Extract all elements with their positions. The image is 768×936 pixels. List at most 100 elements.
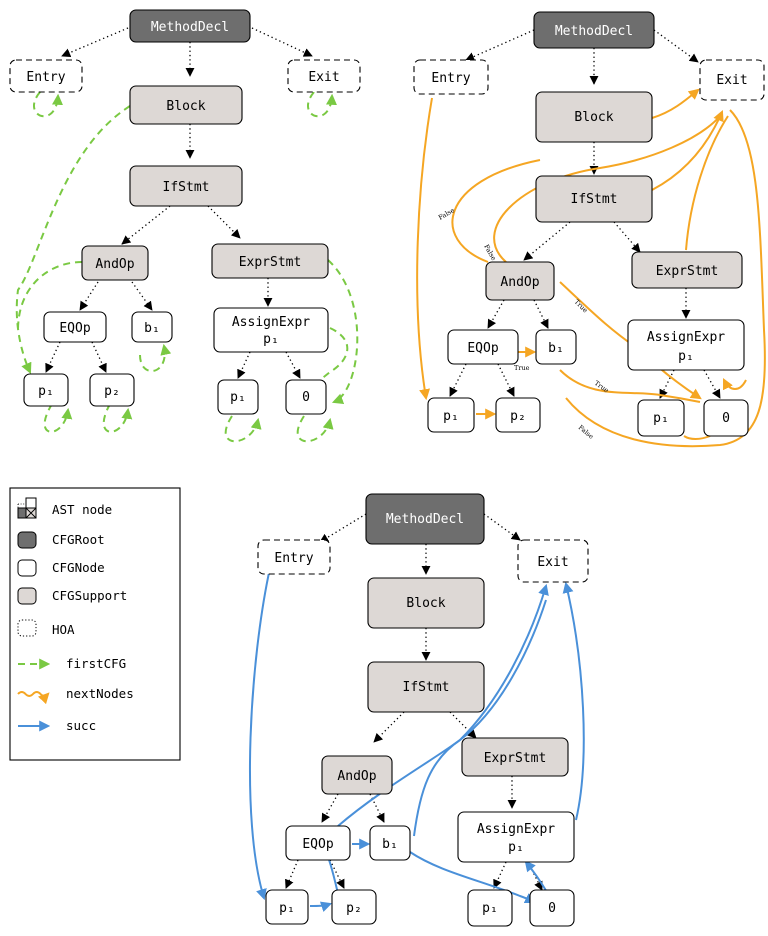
- b1-label: b₁: [144, 321, 160, 336]
- exit-node: [287, 59, 361, 93]
- and-op-label: AndOp: [95, 257, 134, 272]
- p2-node: [495, 397, 541, 433]
- ast-node-legend-icon: [17, 497, 37, 519]
- panel-next-nodes: False False True True True False MethodD…: [413, 11, 766, 448]
- assign-expr-sub-label: p₁: [263, 332, 279, 347]
- eq-op-label: EQOp: [59, 321, 90, 336]
- assign-expr-node: [213, 307, 329, 353]
- assign-p1-label: p₁: [653, 411, 669, 426]
- p2-label: p₂: [510, 409, 526, 424]
- cfg-root-legend-icon: [17, 531, 37, 549]
- block-node: [367, 577, 485, 629]
- block-node: [129, 85, 243, 125]
- zero-label: 0: [302, 390, 310, 405]
- entry-label: Entry: [26, 70, 65, 85]
- method-decl-label: MethodDecl: [151, 20, 229, 35]
- p2-node: [89, 373, 135, 407]
- block-node: [535, 91, 653, 143]
- true-label: True: [573, 298, 590, 315]
- p1-label: p₁: [279, 901, 295, 916]
- and-op-node: [485, 261, 555, 301]
- true-label: True: [514, 364, 530, 372]
- eq-op-node: [447, 329, 519, 365]
- panel-succ: MethodDecl Entry Exit Block IfStmt AndOp…: [248, 493, 589, 927]
- legend-succ: succ: [66, 718, 96, 733]
- method-decl-node: [365, 493, 485, 545]
- if-stmt-label: IfStmt: [571, 192, 618, 207]
- zero-label: 0: [548, 901, 556, 916]
- entry-label: Entry: [431, 71, 470, 86]
- assign-expr-label: AssignExpr: [477, 822, 555, 837]
- and-op-label: AndOp: [500, 275, 539, 290]
- b1-label: b₁: [382, 837, 398, 852]
- if-stmt-label: IfStmt: [163, 180, 210, 195]
- assign-p1-label: p₁: [230, 390, 246, 405]
- exit-label: Exit: [537, 555, 568, 570]
- exit-label: Exit: [716, 73, 747, 88]
- block-label: Block: [406, 596, 445, 611]
- assign-expr-node: [627, 319, 745, 371]
- assign-p1-label: p₁: [482, 901, 498, 916]
- expr-stmt-label: ExprStmt: [484, 751, 547, 766]
- zero-label: 0: [722, 411, 730, 426]
- method-decl-label: MethodDecl: [555, 24, 633, 39]
- block-label: Block: [574, 110, 613, 125]
- p1-label: p₁: [443, 409, 459, 424]
- p2-label: p₂: [346, 901, 362, 916]
- zero-node: [703, 399, 749, 437]
- expr-stmt-label: ExprStmt: [656, 264, 719, 279]
- assign-p1-node: [467, 889, 513, 927]
- expr-stmt-node: [461, 737, 569, 777]
- p1-node: [23, 373, 69, 407]
- entry-node: [413, 59, 489, 95]
- b1-label: b₁: [548, 341, 564, 356]
- false-label: False: [577, 423, 595, 440]
- entry-node: [9, 59, 83, 93]
- eq-op-label: EQOp: [467, 341, 498, 356]
- method-decl-label: MethodDecl: [386, 512, 464, 527]
- assign-expr-label: AssignExpr: [232, 315, 310, 330]
- method-decl-node: [533, 11, 655, 49]
- b1-node: [535, 329, 577, 365]
- exit-node: [517, 539, 589, 583]
- assign-expr-node: [457, 811, 575, 863]
- ast-edges: [285, 513, 543, 891]
- exit-node: [699, 59, 765, 101]
- legend: AST node CFGRoot CFGNode CFGSupport HOA …: [9, 487, 181, 761]
- b1-node: [131, 311, 173, 343]
- block-label: Block: [166, 99, 205, 114]
- p1-label: p₁: [38, 384, 54, 399]
- p2-label: p₂: [104, 384, 120, 399]
- and-op-node: [321, 755, 393, 795]
- legend-first-cfg: firstCFG: [66, 656, 126, 671]
- assign-expr-sub-label: p₁: [678, 349, 694, 364]
- legend-cfg-root: CFGRoot: [52, 532, 105, 547]
- first-cfg-edges: [15, 91, 359, 443]
- expr-stmt-node: [211, 243, 329, 279]
- cfg-node-legend-icon: [17, 559, 37, 577]
- legend-hoa: HOA: [52, 622, 75, 637]
- assign-p1-node: [637, 399, 685, 437]
- eq-op-node: [285, 825, 351, 861]
- assign-expr-sub-label: p₁: [508, 840, 524, 855]
- legend-box: [9, 487, 181, 761]
- eq-op-label: EQOp: [302, 837, 333, 852]
- entry-node: [257, 539, 331, 575]
- expr-stmt-node: [631, 251, 743, 289]
- p1-node: [265, 889, 309, 925]
- p2-node: [331, 889, 377, 925]
- legend-cfg-node: CFGNode: [52, 560, 105, 575]
- and-op-label: AndOp: [337, 769, 376, 784]
- b1-node: [369, 825, 411, 861]
- eq-op-node: [43, 311, 107, 343]
- if-stmt-node: [367, 661, 485, 713]
- p1-node: [427, 397, 475, 433]
- expr-stmt-label: ExprStmt: [239, 255, 302, 270]
- zero-node: [529, 889, 575, 927]
- next-nodes-legend-icon: [17, 691, 50, 705]
- and-op-node: [81, 245, 149, 281]
- if-stmt-node: [129, 165, 243, 207]
- if-stmt-label: IfStmt: [403, 680, 450, 695]
- ast-edges: [45, 27, 313, 379]
